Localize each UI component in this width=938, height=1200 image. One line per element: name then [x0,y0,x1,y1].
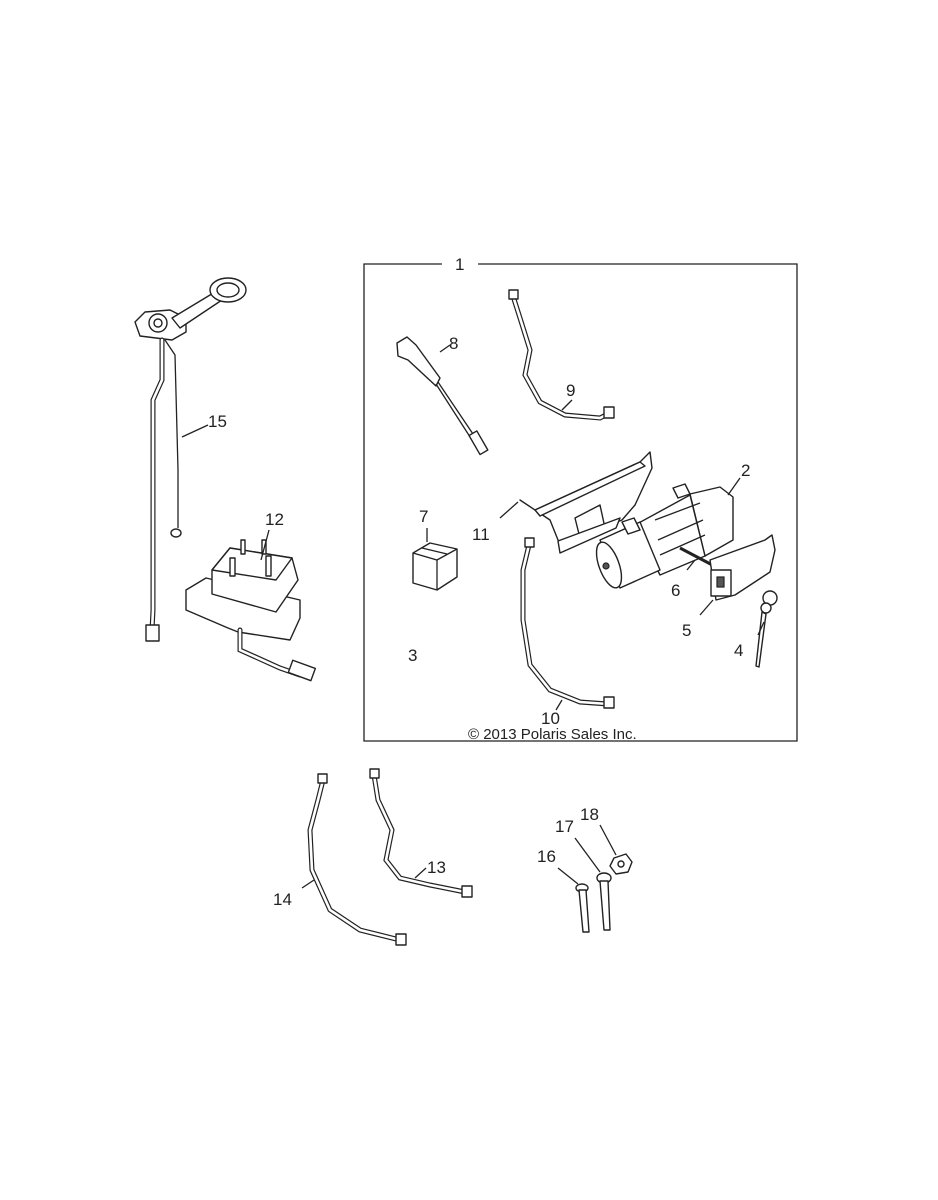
leader-13 [414,867,427,879]
kit-boundary-box [363,263,798,742]
leader-18 [599,824,617,856]
part-4-hook-strap [755,590,778,668]
leader-11 [499,501,519,519]
callout-5: 5 [682,621,691,640]
part-5-fairlead [709,534,776,601]
leader-17 [574,837,601,873]
callout-14: 14 [273,890,292,909]
copyright-notice: © 2013 Polaris Sales Inc. [468,726,637,743]
leader-8 [439,344,451,353]
callout-8: 8 [449,334,458,353]
callout-4: 4 [734,641,743,660]
part-14-cable [307,773,407,946]
leader-10 [555,699,563,711]
part-13-cable [369,768,473,898]
part-11-bracket [519,451,653,554]
callout-6: 6 [671,581,680,600]
callout-11: 11 [472,525,490,544]
leader-15 [181,424,209,438]
part-2-winch [595,483,734,589]
part-16-bolt [575,883,590,933]
part-12-relay [185,539,317,682]
callout-18: 18 [580,805,599,824]
part-17-bolt [596,872,612,931]
leader-2 [727,477,741,496]
leader-6 [686,559,696,571]
part-18-nut [609,853,633,875]
callout-9: 9 [566,381,575,400]
leader-14 [301,879,315,889]
callout-2: 2 [741,461,750,480]
leader-9 [561,399,573,411]
callout-17: 17 [555,817,574,836]
leader-5 [699,599,714,616]
callout-7: 7 [419,507,428,526]
leader-4 [757,621,765,636]
leader-12 [260,529,270,561]
callout-13: 13 [427,858,446,877]
part-10-cable [520,537,615,709]
part-7-cube [412,542,458,591]
callout-15: 15 [208,412,227,431]
callout-10: 10 [541,709,560,728]
callout-16: 16 [537,847,556,866]
part-9-cable [508,289,615,421]
leader-16 [557,867,579,885]
part-8-switch [396,336,489,456]
part-15-harness [134,277,247,642]
callout-12: 12 [265,510,284,529]
callout-3: 3 [408,646,417,665]
callout-1: 1 [455,255,464,274]
